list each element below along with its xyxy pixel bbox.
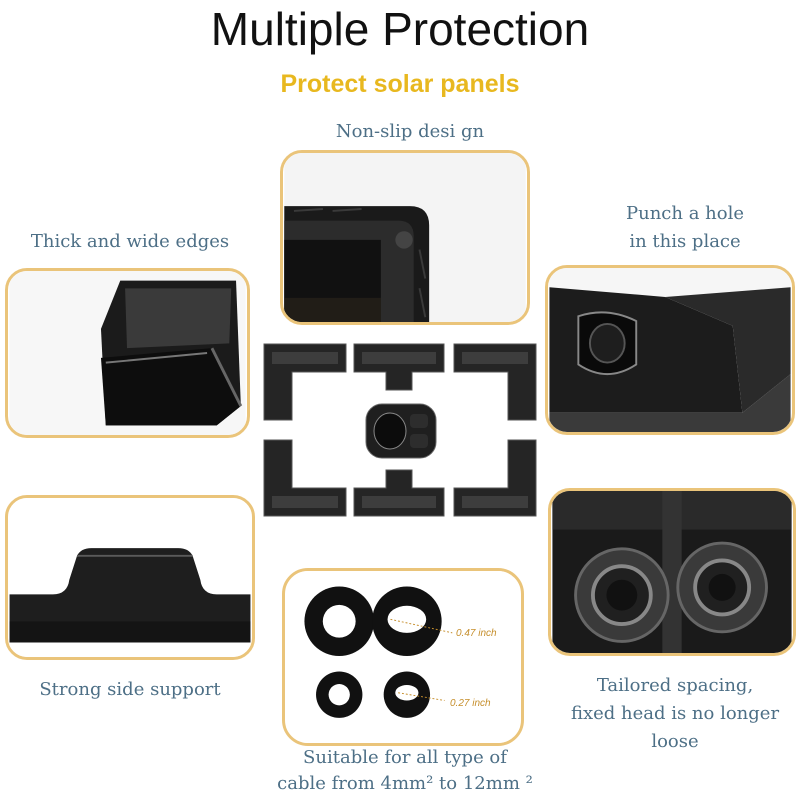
thick-edges-photo-frame	[5, 268, 250, 438]
tailored-spacing-photo-frame	[548, 488, 796, 656]
caption-punch-hole-line1: Punch a hole	[626, 203, 744, 224]
caption-tailored-spacing: Tailored spacing, fixed head is no longe…	[555, 672, 795, 756]
non-slip-photo-frame	[280, 150, 530, 325]
measure-large-gasket: 0.47 inch	[456, 628, 497, 639]
side-support-photo	[9, 498, 251, 657]
caption-non-slip: Non-slip desi gn	[335, 121, 485, 142]
gasket-large-left	[304, 586, 375, 657]
thick-edges-photo	[9, 271, 246, 435]
page-subtitle: Protect solar panels	[280, 70, 520, 98]
caption-tailored-line3: loose	[651, 731, 699, 752]
tee-bracket-top	[353, 343, 445, 391]
gaskets-photo-frame	[282, 568, 524, 746]
tailored-spacing-photo	[552, 491, 792, 653]
caption-tailored-line1: Tailored spacing,	[596, 675, 754, 696]
caption-cable-line2: cable from 4mm² to 12mm ²	[277, 773, 533, 794]
caption-tailored-line2: fixed head is no longer	[570, 703, 780, 724]
gasket-large-right	[372, 586, 442, 657]
caption-side-support: Strong side support	[39, 679, 221, 700]
non-slip-photo	[284, 153, 526, 322]
caption-thick-edges: Thick and wide edges	[30, 231, 230, 252]
punch-hole-photo-frame	[545, 265, 795, 435]
product-kit-image	[263, 343, 537, 517]
gaskets-photo	[286, 571, 520, 743]
gasket-small-left	[316, 671, 363, 718]
tee-bracket-bottom	[353, 469, 445, 517]
caption-punch-hole-line2: in this place	[629, 231, 741, 252]
cable-entry-gland	[365, 403, 437, 459]
page-title: Multiple Protection	[210, 3, 590, 55]
caption-cable-line1: Suitable for all type of	[303, 747, 507, 768]
caption-punch-hole: Punch a hole in this place	[570, 200, 800, 256]
measure-small-gasket: 0.27 inch	[450, 698, 491, 709]
side-support-photo-frame	[5, 495, 255, 660]
caption-cable-range: Suitable for all type of cable from 4mm²…	[260, 745, 550, 797]
punch-hole-photo	[549, 268, 791, 432]
